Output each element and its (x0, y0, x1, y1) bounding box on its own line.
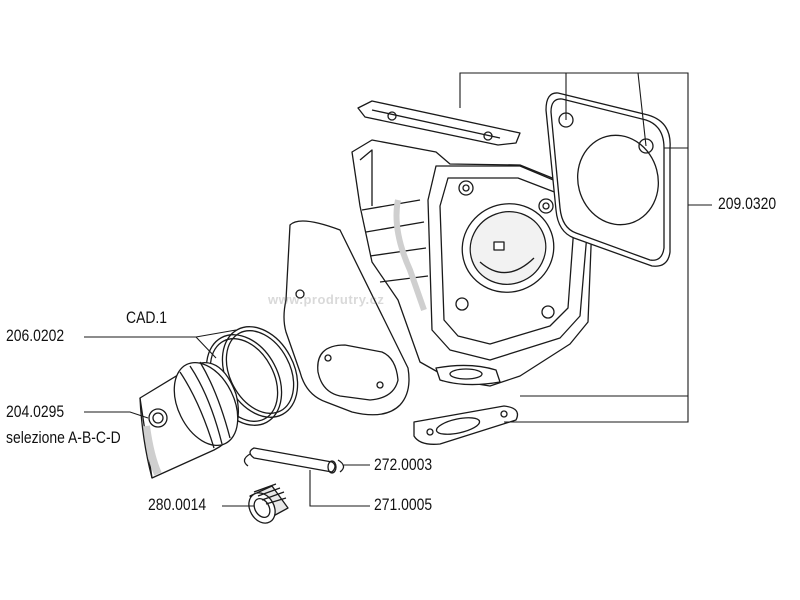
cylinder (351, 139, 593, 387)
label-needle-bearing: 280.0014 (148, 495, 207, 514)
piston-pin (249, 447, 337, 474)
label-piston-ring: 206.0202 (6, 326, 65, 345)
head-gasket (545, 92, 671, 267)
leader-lines (84, 72, 712, 507)
top-gasket (357, 100, 521, 146)
exhaust-gasket (413, 405, 519, 445)
label-piston-pin: 271.0005 (374, 495, 433, 514)
needle-bearing (248, 483, 289, 524)
base-gasket (283, 220, 410, 416)
watermark: www.prodrutry.cz (268, 292, 385, 307)
label-head-gasket: 209.0320 (718, 194, 777, 213)
circlips (243, 453, 345, 473)
label-ring-type: CAD.1 (126, 308, 168, 327)
piston (139, 361, 240, 479)
label-circlip: 272.0003 (374, 455, 433, 474)
label-piston-selection: selezione A-B-C-D (6, 428, 121, 447)
label-piston: 204.0295 (6, 402, 65, 421)
